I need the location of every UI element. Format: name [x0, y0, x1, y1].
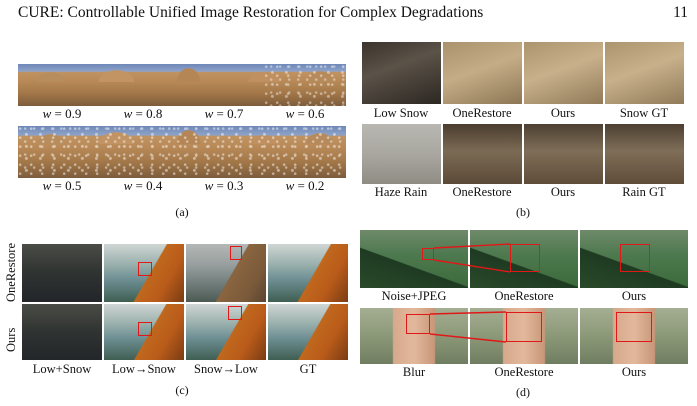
caption-a: (a) [175, 205, 189, 219]
row-label-ours: Ours [4, 327, 18, 352]
mountain-strip-top [18, 64, 346, 106]
mountain-strip-bottom [18, 126, 346, 178]
zoom-box [228, 306, 242, 320]
zoom-connector-lines-bottom [429, 311, 507, 343]
weight-label-8: w = 0.2 [285, 178, 325, 193]
image-c-low-to-snow-2 [104, 304, 184, 360]
label-ours-d-top: Ours [621, 289, 647, 303]
zoom-connector-lines-top [433, 243, 511, 273]
page-number: 11 [673, 4, 688, 21]
zoom-box [422, 248, 434, 260]
zoom-box [616, 312, 652, 342]
image-c-gt-1 [268, 244, 348, 302]
label-blur: Blur [402, 365, 426, 379]
zoom-box [406, 314, 430, 334]
label-snow-to-low: Snow→Low [194, 362, 258, 376]
label-snow-gt: Snow GT [619, 106, 669, 120]
label-low-snow: Low Snow [373, 106, 429, 120]
image-c-low-to-snow-1 [104, 244, 184, 302]
weight-label-5: w = 0.5 [42, 178, 82, 193]
image-ours-d-top [580, 230, 688, 288]
image-onerestore-snow [443, 42, 522, 104]
zoom-box [138, 322, 152, 336]
image-onerestore-d-bottom [470, 308, 578, 364]
image-noise-jpeg [360, 230, 468, 288]
caption-c: (c) [175, 383, 189, 397]
label-gt: GT [299, 362, 317, 376]
label-ours-bottom: Ours [550, 185, 576, 199]
zoom-box [510, 244, 540, 272]
caption-d: (d) [516, 385, 530, 399]
label-onerestore-top: OneRestore [452, 106, 512, 120]
snow-overlay-bottom [18, 126, 346, 178]
weight-label-1: w = 0.9 [42, 106, 82, 121]
weight-label-6: w = 0.4 [123, 178, 163, 193]
image-low-snow [362, 42, 441, 104]
label-low-to-snow: Low→Snow [112, 362, 176, 376]
image-haze-rain [362, 124, 441, 184]
running-header-title: CURE: Controllable Unified Image Restora… [18, 4, 484, 21]
label-onerestore-d-top: OneRestore [494, 289, 554, 303]
image-onerestore-rain [443, 124, 522, 184]
zoom-box [138, 262, 152, 276]
image-onerestore-d-top [470, 230, 578, 288]
label-noise-jpeg: Noise+JPEG [381, 289, 447, 303]
image-c-low-snow-2 [22, 304, 102, 360]
zoom-box [506, 312, 542, 342]
label-low-plus-snow: Low+Snow [32, 362, 92, 376]
weight-label-4: w = 0.6 [285, 106, 325, 121]
label-rain-gt: Rain GT [622, 185, 666, 199]
label-ours-top: Ours [550, 106, 576, 120]
image-snow-gt [605, 42, 684, 104]
image-ours-d-bottom [580, 308, 688, 364]
snow-overlay-top [264, 64, 346, 106]
image-c-low-snow-1 [22, 244, 102, 302]
label-ours-d-bottom: Ours [621, 365, 647, 379]
row-label-onerestore: OneRestore [4, 242, 18, 302]
label-haze-rain: Haze Rain [374, 185, 428, 199]
image-c-snow-to-low-1 [186, 244, 266, 302]
image-ours-rain [524, 124, 603, 184]
image-ours-snow [524, 42, 603, 104]
weight-label-2: w = 0.8 [123, 106, 163, 121]
zoom-box [230, 246, 242, 260]
image-c-gt-2 [268, 304, 348, 360]
weight-label-3: w = 0.7 [204, 106, 244, 121]
weight-label-7: w = 0.3 [204, 178, 244, 193]
image-rain-gt [605, 124, 684, 184]
image-c-snow-to-low-2 [186, 304, 266, 360]
zoom-box [620, 244, 650, 272]
label-onerestore-d-bottom: OneRestore [494, 365, 554, 379]
caption-b: (b) [516, 205, 530, 219]
label-onerestore-bottom: OneRestore [452, 185, 512, 199]
